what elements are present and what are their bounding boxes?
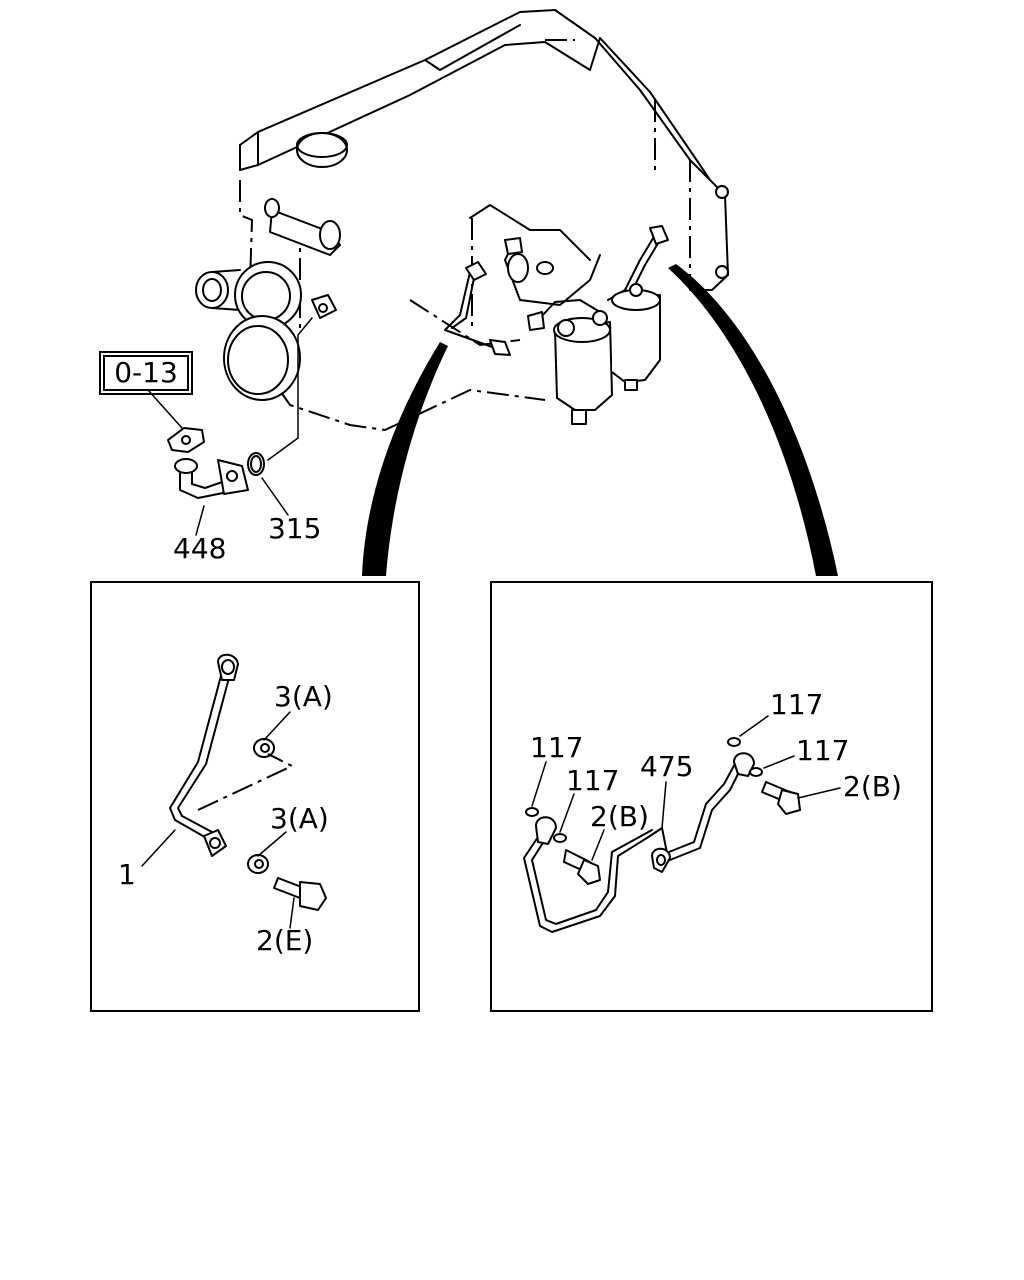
ref-box-label: 0-13 — [114, 356, 178, 389]
engine-assembly — [195, 9, 729, 461]
fuel-pipe-475 — [523, 752, 755, 933]
detail-panel-right: 117 117 475 117 117 2(B) 2(B) — [490, 581, 933, 1012]
callout-117-d: 117 — [796, 734, 849, 767]
callout-3a-bottom: 3(A) — [270, 802, 329, 835]
callout-2b-right: 2(B) — [843, 770, 902, 803]
detail-panel-left: 1 3(A) 3(A) 2(E) — [90, 581, 420, 1012]
washer-117-d — [749, 767, 763, 777]
callout-2b-left: 2(B) — [590, 800, 649, 833]
zoom-connector-right — [668, 264, 838, 576]
callout-2e: 2(E) — [256, 924, 313, 957]
washer-3a-top — [253, 738, 275, 758]
leader-448 — [195, 505, 205, 536]
oil-pipe-448 — [174, 458, 249, 499]
washer-117-a — [525, 807, 539, 817]
callout-3a-top: 3(A) — [274, 680, 333, 713]
ref-box-0-13: 0-13 — [99, 351, 193, 395]
eye-bolt-2e — [273, 877, 327, 911]
washer-117-b — [553, 833, 567, 843]
leader-315 — [261, 477, 289, 516]
zoom-connector-left — [362, 342, 448, 576]
fuel-pipe-1 — [169, 653, 239, 857]
leader-0-13 — [147, 389, 183, 429]
eye-bolt-2b-left — [563, 849, 601, 885]
ref-plate-0-13 — [167, 427, 205, 453]
gasket-315 — [247, 452, 265, 476]
washer-3a-bottom — [247, 854, 269, 874]
washer-117-c — [727, 737, 741, 747]
callout-315: 315 — [268, 512, 321, 545]
callout-1: 1 — [118, 858, 136, 891]
callout-475: 475 — [640, 750, 693, 783]
callout-448: 448 — [173, 532, 226, 565]
eye-bolt-2b-right — [761, 781, 801, 815]
callout-117-c: 117 — [770, 688, 823, 721]
callout-117-a: 117 — [530, 731, 583, 764]
callout-117-b: 117 — [566, 764, 619, 797]
